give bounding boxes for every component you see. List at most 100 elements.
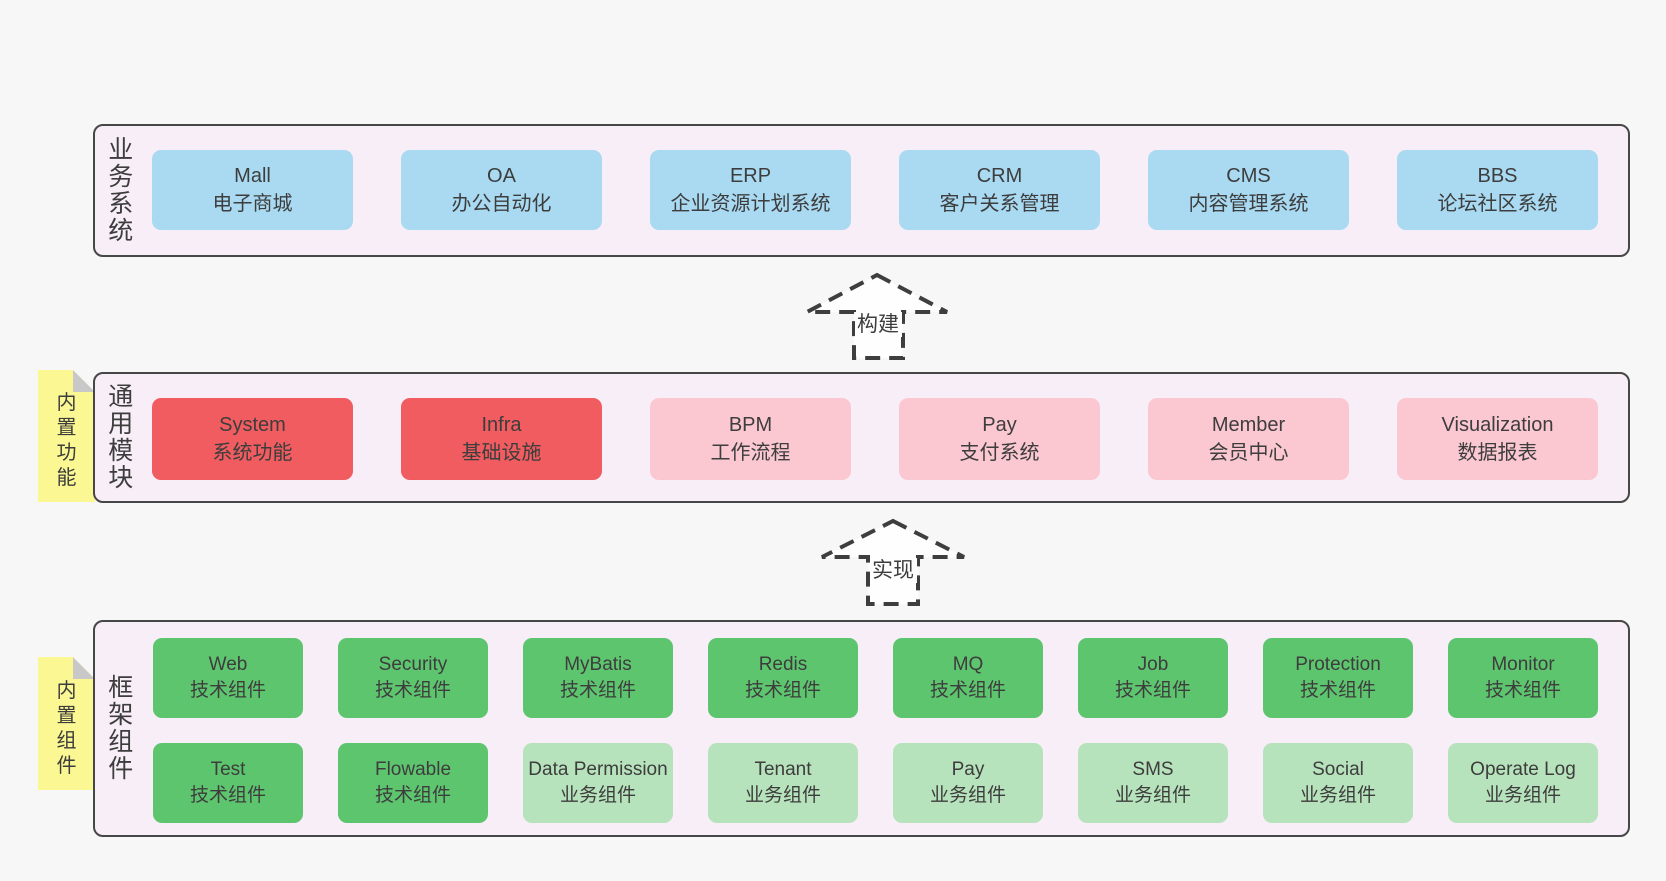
module-box: Redis 技术组件 [708, 638, 858, 718]
sticky-tag-label: 内置功能 [56, 392, 77, 489]
module-box: Pay 业务组件 [893, 743, 1043, 823]
module-name: Pay [982, 414, 1017, 436]
module-desc: 技术组件 [374, 785, 451, 806]
box-row: Test 技术组件 Flowable 技术组件 Data Permission … [95, 718, 1628, 823]
arrow-label-implement: 实现 [872, 559, 914, 582]
module-desc: 技术组件 [929, 680, 1006, 701]
module-name: Flowable [374, 759, 452, 780]
module-name: Web [208, 654, 248, 675]
arrow-up-implement-icon: 实现 [821, 518, 965, 606]
module-box: System 系统功能 [152, 398, 353, 480]
module-desc: 基础设施 [461, 442, 542, 464]
module-name: CMS [1226, 165, 1271, 187]
module-desc: 系统功能 [212, 442, 293, 464]
module-box: MQ 技术组件 [893, 638, 1043, 718]
arrow-up-build-icon: 构建 [806, 272, 948, 360]
module-name: Mall [234, 165, 271, 187]
module-box: Security 技术组件 [338, 638, 488, 718]
module-name: BBS [1477, 165, 1518, 187]
panel-side-label: 框架组件 [108, 673, 134, 783]
module-name: Operate Log [1470, 759, 1576, 780]
module-name: Job [1137, 654, 1169, 675]
module-box: SMS 业务组件 [1078, 743, 1228, 823]
panel-side-label: 通用模块 [108, 382, 134, 492]
module-box: Operate Log 业务组件 [1448, 743, 1598, 823]
module-name: Monitor [1491, 654, 1555, 675]
module-box: Monitor 技术组件 [1448, 638, 1598, 718]
sticky-tag-label: 内置组件 [56, 679, 77, 777]
module-desc: 技术组件 [1299, 680, 1376, 701]
module-desc: 技术组件 [374, 680, 451, 701]
module-desc: 工作流程 [710, 442, 791, 464]
module-desc: 技术组件 [559, 680, 636, 701]
module-name: Redis [758, 654, 808, 675]
module-box: Tenant 业务组件 [708, 743, 858, 823]
module-desc: 内容管理系统 [1188, 193, 1309, 215]
module-box: Web 技术组件 [153, 638, 303, 718]
module-desc: 企业资源计划系统 [670, 193, 831, 215]
module-box: Visualization 数据报表 [1397, 398, 1598, 480]
module-name: Tenant [754, 759, 812, 780]
module-box: Data Permission 业务组件 [523, 743, 673, 823]
module-desc: 业务组件 [1484, 785, 1561, 806]
module-name: CRM [976, 165, 1023, 187]
box-row: System 系统功能 Infra 基础设施 BPM 工作流程 Pay 支付系统 [95, 374, 1628, 480]
module-box: CRM 客户关系管理 [899, 150, 1100, 230]
module-name: Pay [951, 759, 985, 780]
panel-framework-components: 框架组件 Web 技术组件 Security 技术组件 MyBatis 技术组件 [93, 620, 1630, 837]
box-row: Mall 电子商城 OA 办公自动化 ERP 企业资源计划系统 CRM 客户关系… [95, 126, 1628, 230]
module-desc: 客户关系管理 [939, 193, 1060, 215]
arrow-label-build: 构建 [857, 313, 899, 336]
module-box: Social 业务组件 [1263, 743, 1413, 823]
module-desc: 论坛社区系统 [1437, 193, 1558, 215]
module-box: Test 技术组件 [153, 743, 303, 823]
module-box: Infra 基础设施 [401, 398, 602, 480]
module-desc: 业务组件 [744, 785, 821, 806]
module-name: OA [487, 165, 516, 187]
module-desc: 数据报表 [1457, 442, 1538, 464]
module-name: MQ [952, 654, 984, 675]
module-desc: 业务组件 [559, 785, 636, 806]
module-box: Member 会员中心 [1148, 398, 1349, 480]
module-desc: 技术组件 [744, 680, 821, 701]
panel-side-label: 业务系统 [108, 135, 134, 245]
module-desc: 业务组件 [1299, 785, 1376, 806]
module-box: BPM 工作流程 [650, 398, 851, 480]
module-desc: 技术组件 [189, 785, 266, 806]
module-name: Member [1211, 414, 1286, 436]
panel-common-modules: 通用模块 System 系统功能 Infra 基础设施 BPM 工作流程 [93, 372, 1630, 503]
module-box: ERP 企业资源计划系统 [650, 150, 851, 230]
module-desc: 技术组件 [1114, 680, 1191, 701]
module-name: Infra [481, 414, 522, 436]
module-desc: 技术组件 [1484, 680, 1561, 701]
module-name: Social [1312, 759, 1364, 780]
module-desc: 会员中心 [1208, 442, 1289, 464]
module-box: MyBatis 技术组件 [523, 638, 673, 718]
module-name: BPM [728, 414, 773, 436]
module-name: System [219, 414, 286, 436]
module-name: MyBatis [564, 654, 632, 675]
module-name: SMS [1132, 759, 1174, 780]
module-box: Protection 技术组件 [1263, 638, 1413, 718]
module-desc: 电子商城 [212, 193, 293, 215]
module-desc: 业务组件 [929, 785, 1006, 806]
panel-business-systems: 业务系统 Mall 电子商城 OA 办公自动化 ERP 企业资源计划系统 [93, 124, 1630, 257]
folded-corner-icon [73, 370, 95, 392]
module-box: CMS 内容管理系统 [1148, 150, 1349, 230]
sticky-tag-builtin-components: 内置组件 [38, 657, 95, 790]
module-name: Visualization [1441, 414, 1554, 436]
module-box: Flowable 技术组件 [338, 743, 488, 823]
module-box: Job 技术组件 [1078, 638, 1228, 718]
module-desc: 技术组件 [189, 680, 266, 701]
module-name: Data Permission [528, 759, 668, 780]
folded-corner-icon [73, 657, 95, 679]
module-box: Mall 电子商城 [152, 150, 353, 230]
box-row: Web 技术组件 Security 技术组件 MyBatis 技术组件 Redi… [95, 622, 1628, 718]
module-name: ERP [729, 165, 772, 187]
module-name: Protection [1295, 654, 1381, 675]
module-box: OA 办公自动化 [401, 150, 602, 230]
module-name: Security [378, 654, 448, 675]
module-name: Test [210, 759, 246, 780]
module-box: BBS 论坛社区系统 [1397, 150, 1598, 230]
